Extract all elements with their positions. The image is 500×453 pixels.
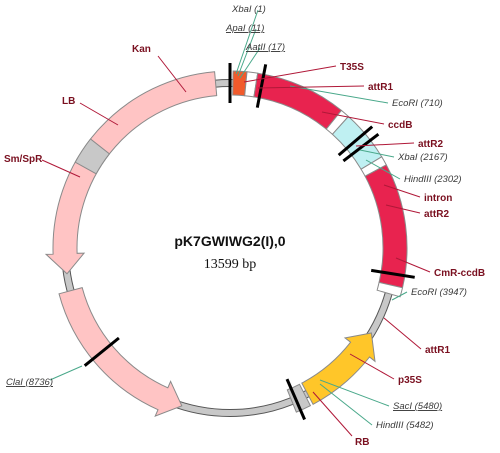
feature-label-attr2-top: attR2 [418,139,443,150]
leader-attr2-bottom [385,204,421,214]
leader-xbai-1 [235,9,259,75]
leader-attr1-bottom [383,317,422,350]
feature-label-t35s: T35S [340,62,364,73]
feature-label-attr2-bottom: attR2 [424,209,449,220]
leader-attr1-top [257,85,365,89]
site-label-aatii-17: AatII (17) [245,42,285,53]
tick-ecori-3947 [370,268,415,279]
site-label-ecori-3947: EcoRI (3947) [411,287,467,298]
tick-ecori-710 [255,64,268,108]
segment-attr1-bottom [376,281,404,298]
leader-cmr-ccdb [395,257,431,273]
leader-intron [383,184,421,198]
leader-t35s [243,65,337,83]
leader-saci-5480 [319,379,390,407]
segment-sm-spr-arrow [58,286,183,417]
plasmid-size: 13599 bp [204,257,257,272]
segment-lb [74,138,111,175]
leader-ccdb [321,111,385,125]
feature-label-kan: Kan [132,44,151,55]
leader-apai-11 [237,28,257,77]
leader-hindiii-5482 [319,383,373,426]
site-label-xbai-1: XbaI (1) [231,4,266,15]
tick-xbai-2167 [337,125,374,157]
site-label-saci-5480: SacI (5480) [393,401,442,412]
feature-label-attr1-top: attR1 [368,82,393,93]
leader-aatii-17 [239,47,261,79]
feature-label-rb: RB [355,437,369,448]
site-label-hindiii-5482: HindIII (5482) [376,420,434,431]
cut-site-ticks [83,63,415,421]
leader-sm-spr [41,159,81,178]
leader-ecori-3947 [391,291,408,301]
site-label-xbai-2167: XbaI (2167) [397,152,448,163]
feature-label-lb: LB [62,96,75,107]
leader-ecori-710 [289,85,389,104]
feature-label-intron: intron [424,193,452,204]
leader-kan [157,55,187,93]
leader-lb [79,102,119,126]
site-label-apai-11: ApaI (11) [225,23,264,34]
site-label-hindiii-2302: HindIII (2302) [404,174,462,185]
tick-saci-5480 [285,378,306,421]
feature-label-ccdb: ccdB [388,120,412,131]
leader-xbai-2167 [359,149,395,158]
leader-attr2-top [355,142,415,147]
feature-label-attr1-bottom: attR1 [425,345,450,356]
leader-p35s [349,353,395,380]
feature-label-p35s: p35S [398,375,422,386]
tick-hindiii-2302 [342,133,380,163]
leader-rb [312,391,353,437]
segment-ccdb [253,72,343,130]
plasmid-name: pK7GWIWG2(I),0 [174,233,285,249]
leader-clai-8736 [49,365,83,381]
leader-hindiii-2302 [365,159,401,180]
segment-p35s-arrow [301,332,376,405]
feature-label-cmr-ccdb: CmR-ccdB [434,268,485,279]
leader-lines [41,9,431,437]
site-label-ecori-710: EcoRI (710) [392,98,443,109]
segment-kan-arrow [44,71,218,275]
site-label-clai-8736: ClaI (8736) [6,377,53,388]
feature-label-sm-spr: Sm/SpR [4,154,43,165]
tick-clai-8736 [83,336,120,367]
